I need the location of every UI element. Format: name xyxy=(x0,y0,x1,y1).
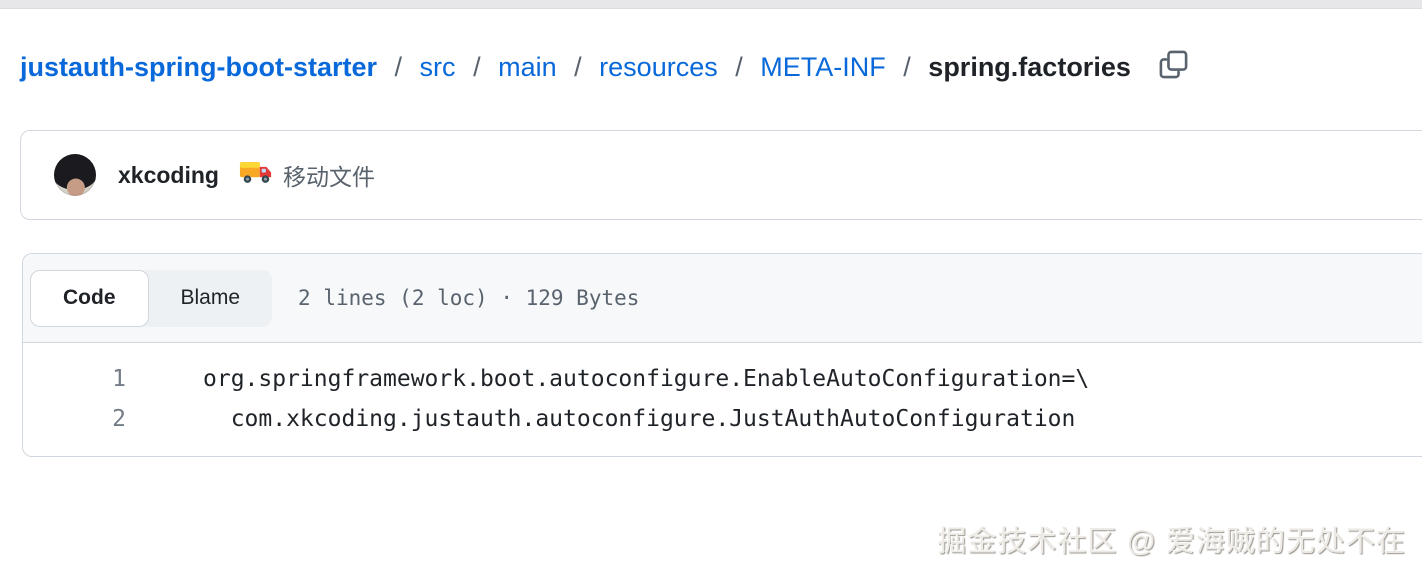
commit-summary: xkcoding 移动文件 xyxy=(20,130,1422,220)
breadcrumb-separator: / xyxy=(574,52,582,82)
code-line-row: 1 org.springframework.boot.autoconfigure… xyxy=(23,359,1422,399)
commit-author[interactable]: xkcoding xyxy=(118,161,219,188)
tab-blame[interactable]: Blame xyxy=(149,270,273,327)
breadcrumb-link-meta-inf[interactable]: META-INF xyxy=(760,52,886,82)
file-meta: 2 lines (2 loc) · 129 Bytes xyxy=(298,286,640,310)
file-header: Code Blame 2 lines (2 loc) · 129 Bytes xyxy=(23,254,1422,343)
line-number[interactable]: 2 xyxy=(112,406,126,432)
code-blame-segmented-control: Code Blame xyxy=(30,269,273,327)
breadcrumb-separator: / xyxy=(473,52,481,82)
avatar[interactable] xyxy=(54,154,96,196)
breadcrumb-repo-link[interactable]: justauth-spring-boot-starter xyxy=(20,52,377,82)
commit-message[interactable]: 移动文件 xyxy=(282,164,375,190)
copy-path-button[interactable] xyxy=(1158,49,1189,80)
window-top-strip xyxy=(0,0,1422,9)
file-viewer: Code Blame 2 lines (2 loc) · 129 Bytes 1… xyxy=(22,253,1422,457)
breadcrumb-link-resources[interactable]: resources xyxy=(599,52,718,82)
watermark: 掘金技术社区 @ 爱海贼的无处不在 xyxy=(937,526,1406,558)
truck-emoji-icon xyxy=(239,159,273,191)
code-content: 1 org.springframework.boot.autoconfigure… xyxy=(23,343,1422,456)
breadcrumb: justauth-spring-boot-starter / src / mai… xyxy=(20,49,1422,86)
breadcrumb-link-main[interactable]: main xyxy=(498,52,557,82)
copy-icon xyxy=(1158,50,1189,83)
code-line: org.springframework.boot.autoconfigure.E… xyxy=(203,366,1090,392)
breadcrumb-separator: / xyxy=(735,52,743,82)
breadcrumb-current-file: spring.factories xyxy=(928,52,1131,82)
breadcrumb-link-src[interactable]: src xyxy=(419,52,456,82)
code-line-row: 2 com.xkcoding.justauth.autoconfigure.Ju… xyxy=(23,399,1422,439)
code-line: com.xkcoding.justauth.autoconfigure.Just… xyxy=(203,406,1076,432)
breadcrumb-separator: / xyxy=(903,52,911,82)
line-number[interactable]: 1 xyxy=(112,366,126,392)
tab-code[interactable]: Code xyxy=(30,269,149,327)
breadcrumb-separator: / xyxy=(394,52,403,82)
